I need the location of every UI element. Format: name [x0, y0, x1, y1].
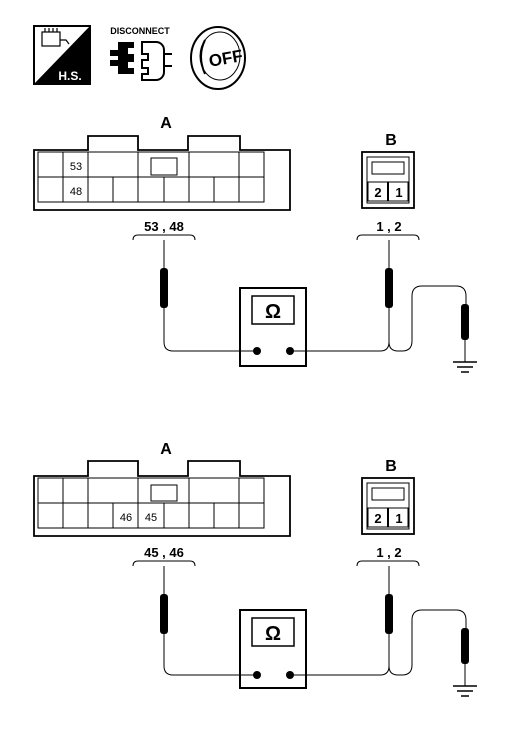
ground-icon	[453, 361, 477, 373]
ohmmeter: Ω	[239, 287, 307, 367]
connector-b	[361, 151, 415, 209]
probe-a-label: 45 , 46	[144, 545, 184, 560]
connector-a-label: A	[160, 441, 172, 458]
diagram-2: A 46 45 B 2 1 45 , 46	[33, 441, 477, 697]
probe-wires	[163, 285, 467, 352]
disconnect-icon: DISCONNECT	[110, 26, 172, 81]
pin-53: 53	[70, 161, 82, 173]
ohm-symbol: Ω	[265, 623, 281, 645]
probe-b-label: 1 , 2	[376, 219, 401, 234]
ohm-symbol: Ω	[265, 301, 281, 323]
pin-b-2: 2	[374, 511, 381, 526]
probe-a	[160, 566, 168, 634]
probe-a	[160, 240, 168, 308]
ground-probe	[453, 628, 477, 697]
probe-wires	[163, 609, 467, 676]
pin-b-1: 1	[395, 511, 402, 526]
probe-b-label: 1 , 2	[376, 545, 401, 560]
connector-a	[33, 135, 291, 211]
connector-a	[33, 460, 291, 537]
hs-label: H.S.	[58, 69, 81, 83]
pin-48: 48	[70, 186, 82, 198]
disconnect-label: DISCONNECT	[110, 26, 170, 36]
connector-b-label: B	[385, 458, 397, 475]
probe-b	[385, 566, 393, 634]
pin-b-2: 2	[374, 185, 381, 200]
harness-side-icon: H.S.	[33, 25, 91, 85]
ohmmeter: Ω	[239, 609, 307, 689]
pin-45: 45	[145, 512, 157, 524]
connector-b	[361, 477, 415, 535]
pin-46: 46	[120, 512, 132, 524]
connector-b-label: B	[385, 132, 397, 149]
ignition-off-icon: OFF	[190, 26, 246, 90]
connector-a-label: A	[160, 115, 172, 132]
diagram-1: A 53 48 B 2 1 53 , 48	[33, 115, 477, 373]
pin-b-1: 1	[395, 185, 402, 200]
probe-b	[385, 240, 393, 308]
probe-a-label: 53 , 48	[144, 219, 184, 234]
ground-icon	[453, 685, 477, 697]
ground-probe	[453, 304, 477, 373]
